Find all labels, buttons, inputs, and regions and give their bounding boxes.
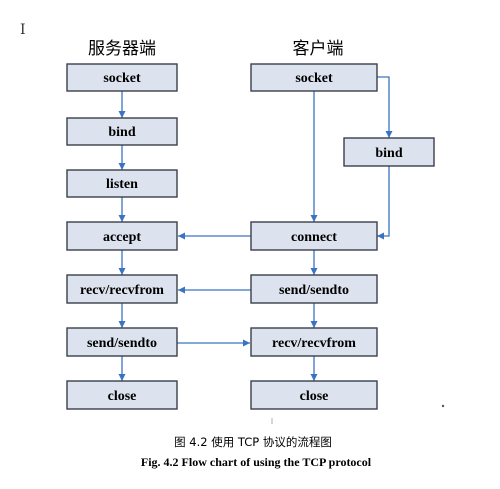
server-send-label: send/sendto — [87, 336, 157, 351]
server-socket-label: socket — [103, 71, 141, 86]
server-listen-box: listen — [66, 169, 178, 198]
client-socket-label: socket — [295, 71, 333, 86]
arrow-client-socket-to-bind — [377, 76, 393, 138]
client-socket-box: socket — [250, 63, 378, 92]
client-send-label: send/sendto — [279, 283, 349, 298]
server-header: 服务器端 — [88, 39, 156, 59]
server-bind-label: bind — [108, 125, 135, 140]
server-socket-box: socket — [66, 63, 178, 92]
speck-mark — [441, 404, 445, 408]
client-close-label: close — [300, 389, 329, 404]
server-listen-label: listen — [106, 177, 138, 192]
server-send-box: send/sendto — [66, 327, 178, 357]
client-close-box: close — [250, 380, 378, 410]
arrow-client-bind-to-connect — [377, 166, 390, 240]
server-recv-label: recv/recvfrom — [80, 283, 164, 298]
client-connect-box: connect — [250, 221, 378, 251]
client-recv-box: recv/recvfrom — [250, 327, 378, 357]
client-connect-label: connect — [291, 230, 337, 245]
caption-english: Fig. 4.2 Flow chart of using the TCP pro… — [141, 455, 372, 469]
client-header: 客户端 — [293, 39, 344, 59]
server-close-box: close — [66, 380, 178, 410]
text-cursor-icon: I — [20, 22, 26, 38]
server-close-label: close — [108, 389, 137, 404]
client-bind-box: bind — [343, 137, 435, 167]
client-bind-label: bind — [375, 146, 402, 161]
client-send-box: send/sendto — [250, 274, 378, 304]
client-recv-label: recv/recvfrom — [272, 336, 356, 351]
server-accept-label: accept — [103, 230, 141, 245]
server-bind-box: bind — [66, 117, 178, 146]
server-accept-box: accept — [66, 221, 178, 251]
server-recv-box: recv/recvfrom — [66, 274, 178, 304]
caption-chinese: 图 4.2 使用 TCP 协议的流程图 — [174, 435, 332, 449]
